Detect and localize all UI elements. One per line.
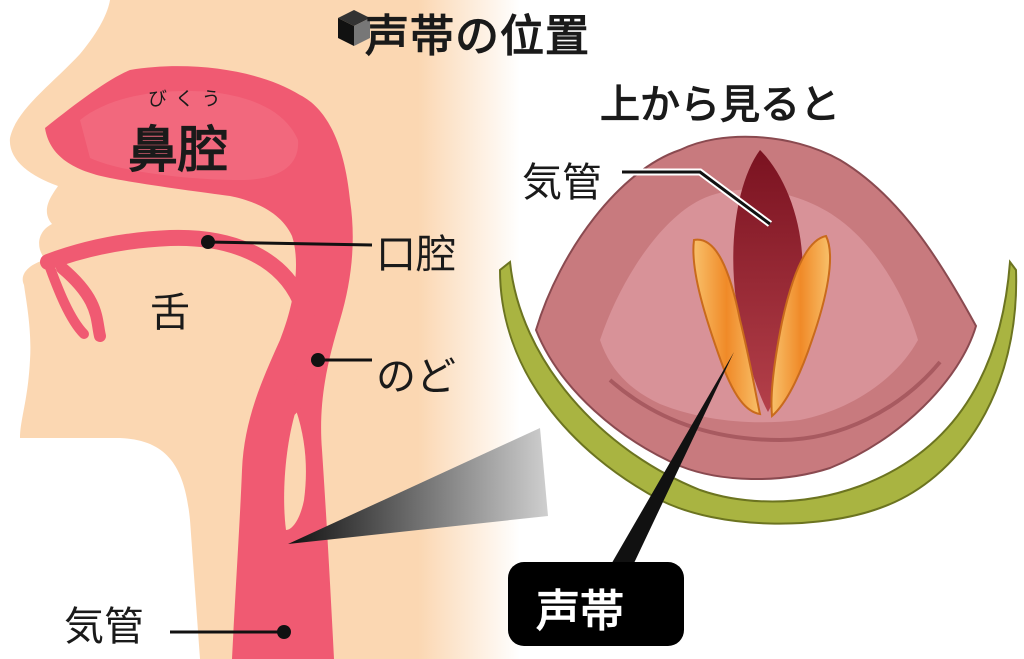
nasal-cavity-ruby: びくう <box>148 88 229 110</box>
vocal-fold-left <box>692 238 762 416</box>
oral-cavity-outline <box>40 229 319 422</box>
throat-gap <box>284 410 306 530</box>
vocal-fold-right <box>770 234 832 419</box>
nasal-cavity-label: 鼻腔 <box>128 121 228 179</box>
tongue-label: 舌 <box>150 290 190 336</box>
cartilage-ring <box>498 259 1018 525</box>
page-title: 声帯の位置 <box>365 11 590 62</box>
airway <box>45 66 353 659</box>
trachea-top-label: 気管 <box>522 160 602 206</box>
zoom-wedge <box>288 428 548 544</box>
trachea-side-label: 気管 <box>64 604 144 650</box>
cube-icon <box>338 10 370 46</box>
vocal-cords-label: 声帯 <box>536 586 624 637</box>
nasal-cavity-area <box>80 91 299 180</box>
lip-line <box>43 257 89 339</box>
palate-line <box>56 262 106 342</box>
oral-cavity-label: 口腔 <box>376 232 456 278</box>
vocal-cords-badge <box>508 562 684 646</box>
throat-label: のど <box>376 354 456 400</box>
larynx-top-view <box>498 135 1018 525</box>
top-view-label: 上から見ると <box>600 82 840 128</box>
vocal-cord-pointer <box>602 352 734 580</box>
